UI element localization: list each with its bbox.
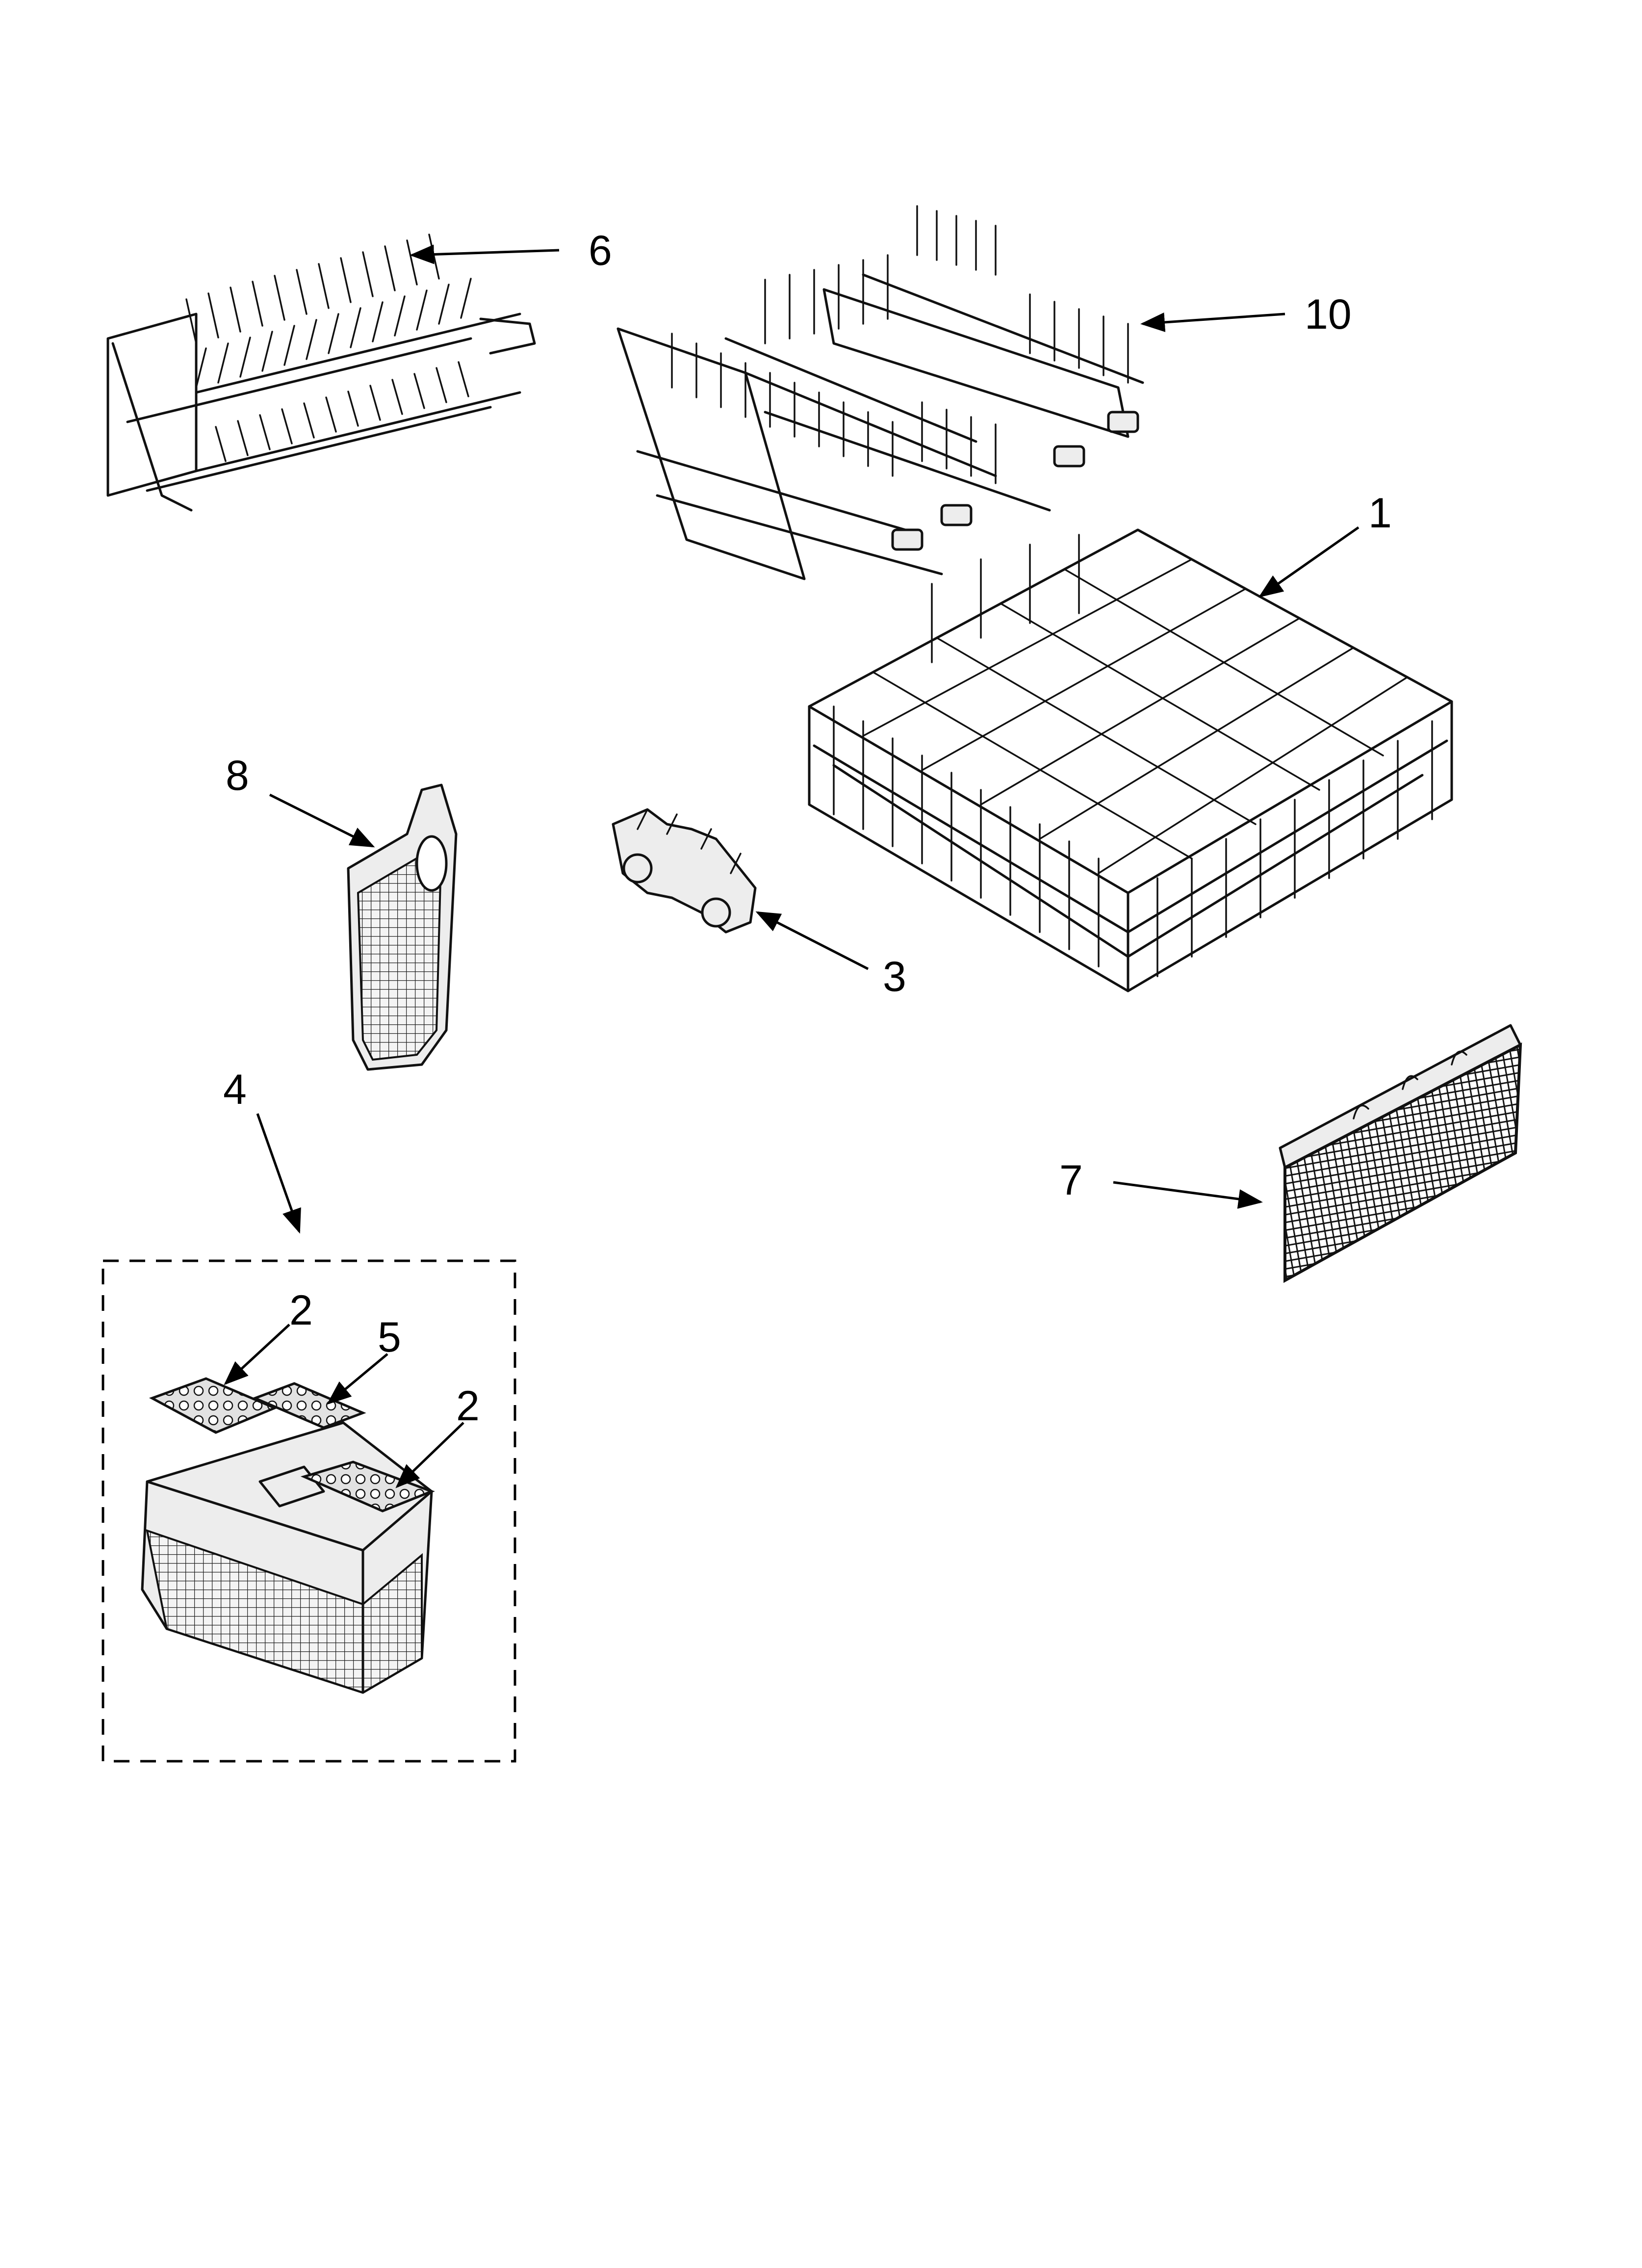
silverware-basket xyxy=(141,1421,433,1694)
callout-5: 5 xyxy=(378,1314,401,1361)
callout-3: 3 xyxy=(883,953,906,1000)
assembly-dashed-frame xyxy=(102,1259,516,1763)
callout-2-right: 2 xyxy=(456,1382,480,1430)
silverware-basket-assembly-part-4: 4 2 5 2 xyxy=(102,1066,516,1763)
callout-7: 7 xyxy=(1059,1157,1083,1204)
callout-8: 8 xyxy=(226,752,249,799)
callout-2-left: 2 xyxy=(289,1287,313,1334)
basket-cover-part-2-right xyxy=(300,1460,435,1512)
basket-cover-part-5 xyxy=(252,1382,366,1429)
callout-4: 4 xyxy=(223,1066,247,1113)
small-silverware-basket-part-8: 8 xyxy=(226,752,458,1071)
tine-rack-part-6: 6 xyxy=(106,227,612,512)
lower-dishrack-part-1: 1 xyxy=(808,490,1453,992)
mesh-filter-part-7: 7 xyxy=(1059,1024,1522,1283)
basket-cover-part-2-left xyxy=(149,1377,278,1434)
callout-6: 6 xyxy=(589,227,612,274)
callout-10: 10 xyxy=(1305,291,1352,338)
folding-tine-racks-part-10: 10 xyxy=(616,205,1352,580)
rack-roller-part-3: 3 xyxy=(612,808,906,1000)
callout-1: 1 xyxy=(1368,490,1392,537)
